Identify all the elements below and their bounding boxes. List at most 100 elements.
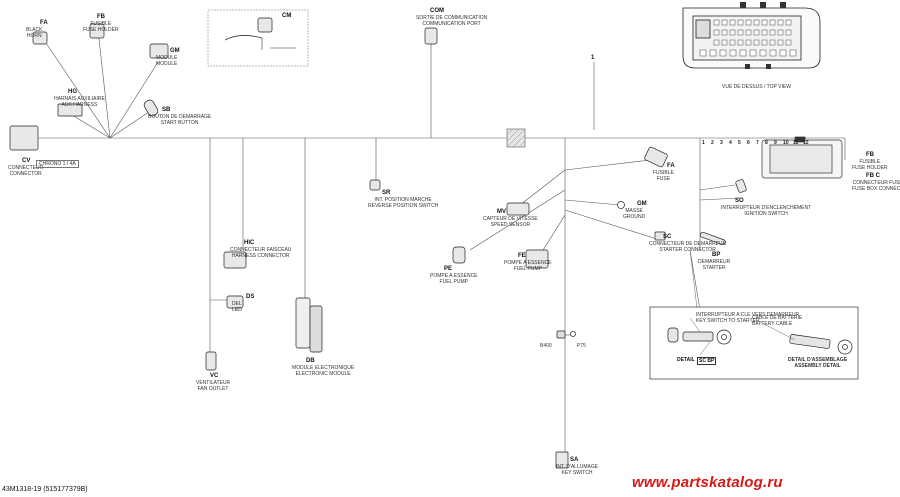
connector-code: GM	[170, 48, 180, 54]
inline-terminal-icon	[556, 330, 576, 339]
connector-code: PE	[444, 266, 453, 272]
pin-number: 9	[774, 140, 777, 146]
pin-number: 7	[756, 140, 759, 146]
pin-number: 6	[747, 140, 750, 146]
fan-outlet-icon	[205, 351, 217, 371]
connector-label: CONNECTEUR DE DEMARREUR STARTER CONNECTO…	[649, 241, 727, 253]
connector-label: MODULE ELECTRONIQUE ELECTRONIC MODULE	[292, 365, 355, 377]
ref-b400: B400	[540, 343, 552, 349]
detail-note-2: CABLE DE BATTERIE BATTERY CABLE	[752, 315, 803, 327]
cm-connector-icon	[257, 17, 273, 33]
connector-code: BP	[712, 252, 721, 258]
pin-number: 11	[793, 140, 799, 146]
connector-code: GM	[637, 201, 647, 207]
starter-connector-icon	[654, 231, 666, 241]
detail-codes: SC BP	[697, 357, 717, 365]
ecu-connector-top-view	[682, 7, 821, 69]
connector-code: CV	[22, 158, 31, 164]
connector-code: FB	[97, 14, 105, 20]
ecu-caption: VUE DE DESSUS / TOP VIEW	[722, 84, 791, 90]
com-port-icon	[424, 27, 438, 45]
gm-module-icon	[149, 43, 169, 59]
pin-number: 3	[720, 140, 723, 146]
connector-code: SC	[663, 234, 672, 240]
connector-label: POMPE A ESSENCE FUEL PUMP	[430, 273, 478, 285]
pin-number: 10	[783, 140, 789, 146]
led-connector-icon	[226, 295, 244, 309]
harness-note: CHRONO 1 / 4A	[36, 160, 79, 168]
connector-label: FUSIBLE FUSE HOLDER	[852, 159, 888, 171]
connector-label: HARNAIS AUXILIAIRE AUX HARNESS	[54, 96, 105, 108]
connector-label: INTERRUPTEUR D'ENCLENCHEMENT IGNITION SW…	[721, 205, 812, 217]
ignition-switch-icon	[735, 179, 747, 193]
ecu-pin-grid	[699, 19, 797, 57]
detail-assembly-label: DETAIL D'ASSEMBLAGE ASSEMBLY DETAIL	[788, 357, 848, 369]
connector-code: FA	[40, 20, 48, 26]
ref-p75: P75	[577, 343, 586, 349]
connector-code: FB C	[866, 173, 880, 179]
connector-label: MODULE MODULE	[156, 55, 178, 67]
connector-code: SA	[570, 457, 579, 463]
connector-label: BLACK HORN	[26, 27, 43, 39]
connector-label: CONNECTEUR CONNECTOR	[8, 165, 44, 177]
detail-label: DETAIL	[677, 357, 695, 363]
pin-number: 4	[729, 140, 732, 146]
connector-code: DS	[246, 294, 255, 300]
fuel-pump-pe-icon	[452, 246, 466, 264]
key-switch-icon	[555, 451, 569, 469]
harness-connector-hic-icon	[223, 251, 247, 269]
speed-sensor-icon	[506, 202, 530, 216]
connector-label: DEL LED	[232, 301, 242, 313]
ecu-latches	[740, 2, 786, 69]
cv-connector-icon	[9, 125, 39, 151]
connector-code: FB	[866, 152, 874, 158]
pin-number: 2	[711, 140, 714, 146]
connector-code: SR	[382, 190, 391, 196]
connector-code: FA	[667, 163, 675, 169]
connector-code: CM	[282, 13, 292, 19]
pin-number: 1	[702, 140, 705, 146]
aux-harness-icon	[57, 103, 83, 117]
connector-label: MASSE GROUND	[623, 208, 646, 220]
reverse-switch-icon	[369, 179, 381, 191]
connector-code: HIC	[244, 240, 255, 246]
fuse-connector-icon	[644, 146, 668, 168]
diagram-code: 43M1318-19 (515177379B)	[2, 486, 88, 493]
start-button-icon	[143, 99, 159, 117]
ground-terminal-icon	[617, 201, 625, 209]
starter-terminal-icon	[699, 231, 726, 246]
connector-code: DB	[306, 358, 315, 364]
connector-code: COM	[430, 8, 444, 14]
connector-label: CAPTEUR DE VITESSE SPEED SENSOR	[483, 216, 538, 228]
watermark: www.partskatalog.ru	[632, 474, 783, 491]
connector-code: VC	[210, 373, 219, 379]
connector-label: CONNECTEUR FUSIBLE FUSE BOX CONNECTOR	[852, 180, 900, 192]
cm-detail-box	[207, 9, 309, 67]
connector-label: INT. POSITION MARCHE REVERSE POSITION SW…	[368, 197, 439, 209]
connector-label: DEMARREUR STARTER	[698, 259, 731, 271]
fuel-pump-connector-icon	[525, 249, 549, 269]
fuse-box	[761, 136, 843, 179]
connector-label: BOUTON DE DEMARRAGE START BUTTON	[148, 114, 212, 126]
connector-label: CONNECTEUR FAISCEAU HARNESS CONNECTOR	[230, 247, 292, 259]
reference-number: 1	[591, 55, 595, 61]
connector-code: SO	[735, 198, 744, 204]
connector-code: SB	[162, 107, 171, 113]
connector-label: VENTILATEUR FAN OUTLET	[196, 380, 231, 392]
horn-connector-icon	[32, 31, 48, 45]
connector-code: MV	[497, 209, 506, 215]
connector-code: FE	[518, 253, 526, 259]
ecu-pin-numbers: 1 2 3 4 5 6 7 8 9 10 11 12	[700, 70, 810, 146]
connector-label: INT. D'ALLUMAGE KEY SWITCH	[556, 464, 599, 476]
detail-note-1: INTERRUPTEUR A CLE VERS DEMARREUR KEY SW…	[696, 312, 800, 324]
pin-number: 5	[738, 140, 741, 146]
connector-label: FUSIBLE FUSE HOLDER	[83, 21, 119, 33]
fuse-holder-connector-icon	[89, 23, 105, 39]
connector-label: POMPE A ESSENCE FUEL PUMP	[504, 260, 552, 272]
pin-number: 8	[765, 140, 768, 146]
connector-label: FUSIBLE FUSE	[653, 170, 674, 182]
pin-number: 12	[803, 140, 809, 146]
connector-code: HG	[68, 89, 77, 95]
electronic-module-icon	[295, 297, 323, 353]
